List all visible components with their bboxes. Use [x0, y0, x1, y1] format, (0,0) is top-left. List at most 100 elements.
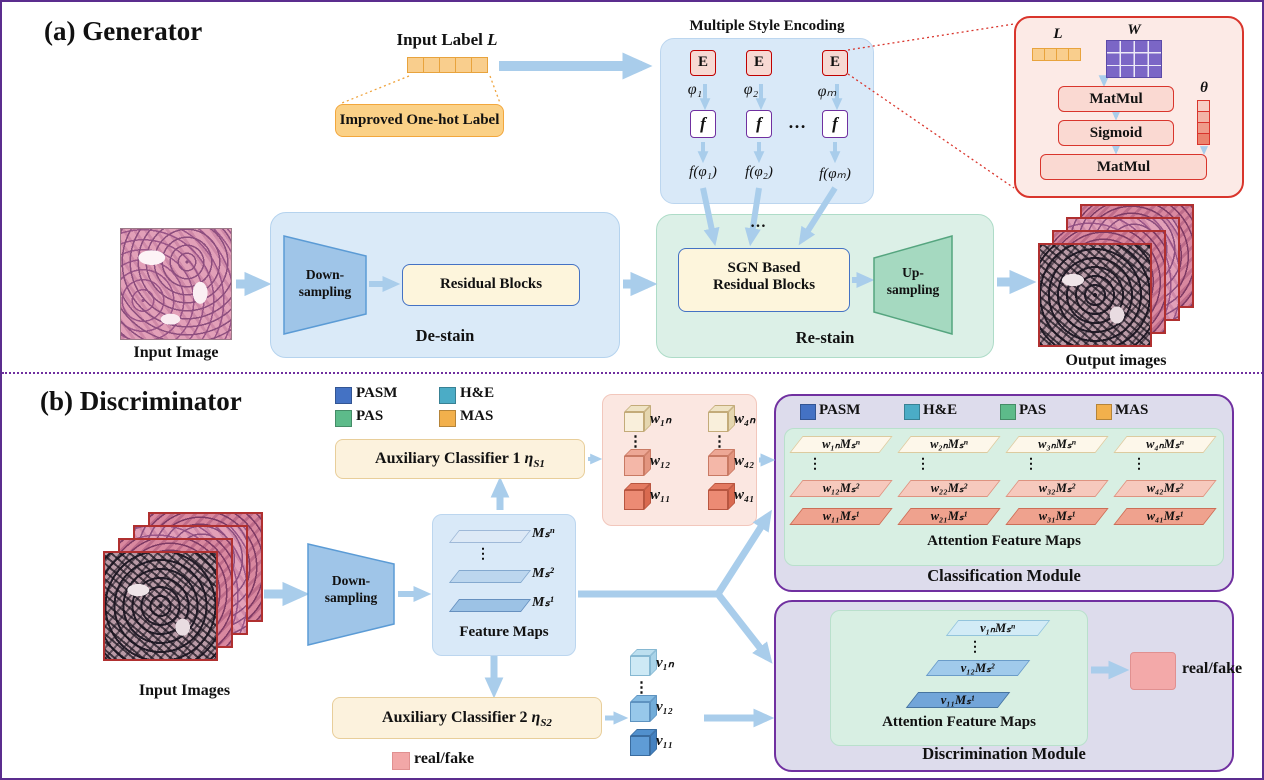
generator-title: (a) Generator [44, 16, 203, 46]
label-cell [471, 57, 488, 73]
attention-sheet-label: w₂₁Mₛ¹ [930, 509, 968, 523]
input-images-label: Input Images [138, 682, 231, 699]
detail-l-cells [1032, 48, 1081, 61]
cls-legend-swatch-mas [1096, 404, 1112, 420]
weight-cube-w1n [624, 405, 651, 432]
f-phi-output-label: f(φₘ) [819, 166, 851, 182]
feature-maps-vdots: ⋮ [476, 547, 490, 562]
attention-sheet: w₃ₙMₛⁿ [1005, 436, 1109, 453]
v-cube-v11 [630, 729, 657, 756]
legend-label-he: H&E [460, 385, 495, 401]
attention-sheet-label: w₁₂Mₛ² [822, 481, 860, 495]
classification-module-label: Classification Module [927, 566, 1081, 585]
feature-map-sheet-n [448, 530, 532, 543]
cls-legend-swatch-he [904, 404, 920, 420]
legend-swatch-pasm [335, 387, 352, 404]
encoder-e-box: E [746, 50, 772, 76]
attention-sheet-label: w₄₂Mₛ² [1146, 481, 1184, 495]
cls-legend-label-he: H&E [923, 402, 958, 418]
sgn-line1: SGN Based [727, 260, 801, 276]
aux1-text: Auxiliary Classifier 1 [375, 450, 525, 467]
upsampling-label: Up- sampling [876, 264, 950, 298]
feature-map-sheet-1 [448, 599, 532, 612]
attention-sheet: w₄₂Mₛ² [1113, 480, 1217, 497]
feature-map-label-1: Mₛ¹ [532, 595, 554, 610]
attention-sheet-label: w₂₂Mₛ² [930, 481, 968, 495]
discrimination-module-label: Discrimination Module [922, 744, 1086, 763]
weight-cube-w41 [708, 483, 735, 510]
attention-sheet-label: w₄ₙMₛⁿ [1146, 437, 1184, 451]
v-label: v₁ₙ [656, 655, 674, 671]
encoder-e-box: E [690, 50, 716, 76]
input-image [103, 551, 218, 661]
attention-sheet: w₄ₙMₛⁿ [1113, 436, 1217, 453]
detail-w-matrix [1106, 40, 1162, 78]
style-encoding-title: Multiple Style Encoding [689, 18, 845, 34]
cls-legend-swatch-pasm [800, 404, 816, 420]
downsampling-line2: sampling [298, 284, 352, 299]
matmul1-box: MatMul [1058, 86, 1174, 112]
feature-map-sheet-2 [448, 570, 532, 583]
section-divider [2, 372, 1262, 374]
input-image-stack [102, 512, 267, 667]
residual-blocks-box: Residual Blocks [402, 264, 580, 306]
attention-vdots: ⋮ [916, 457, 930, 472]
downsampling-label-generator: Down- sampling [285, 266, 365, 300]
legend-label-pas: PAS [356, 408, 384, 424]
legend-swatch-mas [439, 410, 456, 427]
auxiliary-classifier-1-box: Auxiliary Classifier 1 ηS1 [335, 439, 585, 479]
attention-sheet: w₂₁Mₛ¹ [897, 508, 1001, 525]
upsampling-line1: Up- [902, 265, 924, 280]
downsampling-label-discriminator: Down- sampling [309, 572, 393, 606]
weight-label: w₁₂ [650, 453, 671, 469]
input-image-label: Input Image [133, 344, 219, 361]
legend-label-pasm: PASM [356, 385, 398, 401]
attention-sheet-label: w₃ₙMₛⁿ [1038, 437, 1076, 451]
feature-map-label-2: Mₛ² [532, 566, 554, 581]
discriminator-title: (b) Discriminator [40, 386, 242, 416]
v-cube-v12 [630, 695, 657, 722]
phi-label: φₘ [817, 83, 837, 100]
detail-theta-label: θ [1200, 80, 1208, 96]
legend-swatch-pas [335, 410, 352, 427]
cls-legend-swatch-pas [1000, 404, 1016, 420]
attention-vdots: ⋮ [1132, 457, 1146, 472]
real-fake-swatch [392, 752, 410, 770]
attention-sheet-label: w₂ₙMₛⁿ [930, 437, 968, 451]
auxiliary-classifier-2-box: Auxiliary Classifier 2 ηS2 [332, 697, 602, 739]
aux1-sub: S1 [533, 458, 545, 471]
attention-sheet: w₄₁Mₛ¹ [1113, 508, 1217, 525]
upsampling-line2: sampling [886, 282, 940, 297]
weight-cube-w12 [624, 449, 651, 476]
sgn-line2: Residual Blocks [712, 277, 816, 293]
real-fake-box [1130, 652, 1176, 690]
attention-sheet-label: w₄₁Mₛ¹ [1146, 509, 1184, 523]
weight-cube-w4n [708, 405, 735, 432]
label-cell [1068, 48, 1081, 61]
feature-maps-label: Feature Maps [459, 624, 549, 640]
weight-label: w₄₁ [734, 487, 755, 503]
discrimination-sheet: v₁₂Mₛ² [925, 660, 1031, 676]
weight-label: w₁₁ [650, 487, 671, 503]
attention-sheet-label: w₃₁Mₛ¹ [1038, 509, 1076, 523]
attention-sheet-label: w₃₂Mₛ² [1038, 481, 1076, 495]
discrimination-attention-label: Attention Feature Maps [882, 714, 1036, 730]
attention-sheet: w₂ₙMₛⁿ [897, 436, 1001, 453]
cls-legend-label-pasm: PASM [819, 402, 861, 418]
real-fake-label: real/fake [1182, 660, 1243, 677]
discrimination-sheet-label: v₁₁Mₛ¹ [940, 693, 975, 707]
weight-cube-w42 [708, 449, 735, 476]
detail-theta-cells [1197, 100, 1210, 145]
discrimination-sheet-label: v₁₂Mₛ² [960, 661, 995, 675]
attention-sheet: w₃₁Mₛ¹ [1005, 508, 1109, 525]
label-cell [455, 57, 472, 73]
attention-sheet-label: w₁ₙMₛⁿ [822, 437, 860, 451]
sgn-residual-blocks-box: SGN Based Residual Blocks [678, 248, 850, 312]
onehot-label-cells [407, 57, 488, 73]
cls-legend-label-pas: PAS [1019, 402, 1047, 418]
label-cell [407, 57, 424, 73]
downsampling-line1: Down- [331, 573, 371, 588]
attention-sheet: w₁₂Mₛ² [789, 480, 893, 497]
v-cube-v1n [630, 649, 657, 676]
